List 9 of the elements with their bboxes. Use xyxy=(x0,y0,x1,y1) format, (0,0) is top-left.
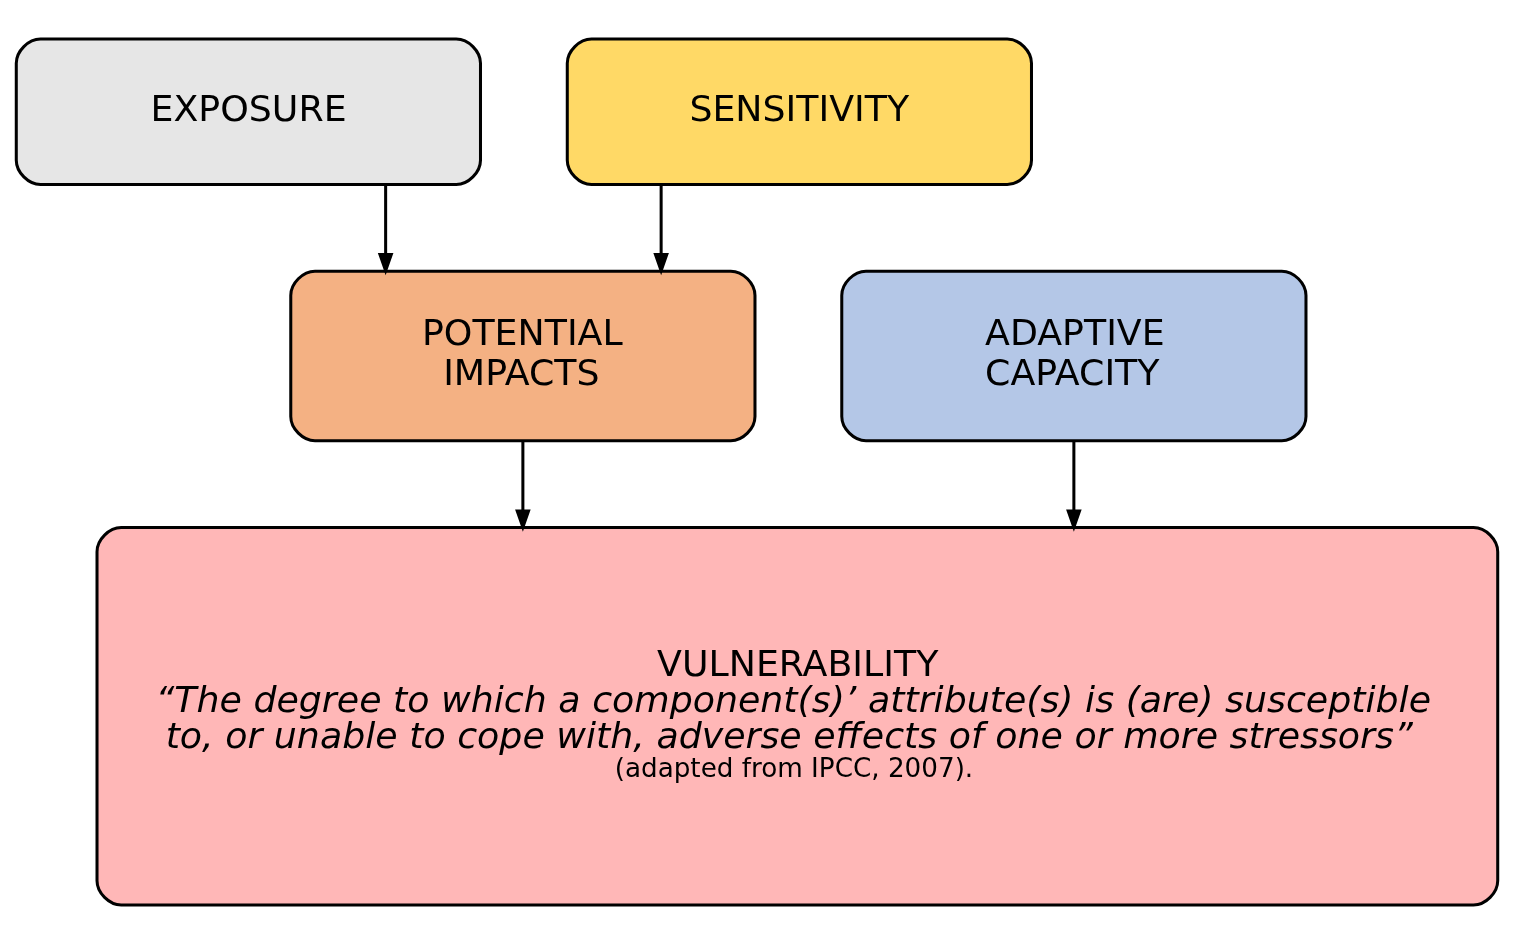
arrow xyxy=(1066,440,1082,532)
node-box: VULNERABILITY “The degree to which a component(s)’ attribute(s) is (are) susceptible to, or unable to cope with, adverse effects of one or more stressors” (adapted from IPCC, 2007). xyxy=(95,525,1500,906)
node-box: ADAPTIVE CAPACITY xyxy=(840,269,1308,442)
arrow xyxy=(653,184,669,275)
arrow xyxy=(515,440,531,532)
node-box: POTENTIAL IMPACTS xyxy=(289,269,757,442)
node-box: EXPOSURE xyxy=(14,37,482,186)
arrow xyxy=(377,184,394,275)
node-box: SENSITIVITY xyxy=(565,37,1033,186)
